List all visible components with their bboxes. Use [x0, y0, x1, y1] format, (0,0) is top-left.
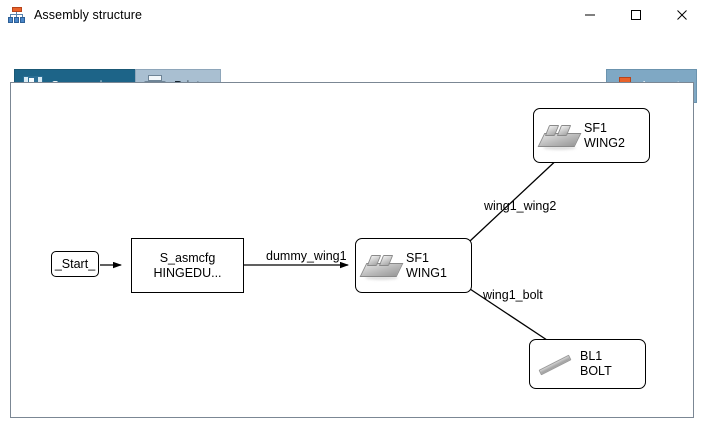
maximize-button[interactable] [613, 0, 659, 30]
title-bar: Assembly structure [0, 0, 705, 30]
edge-label-wing1-bolt: wing1_bolt [483, 288, 543, 302]
toolbar: Save as image... Print... [0, 30, 705, 103]
close-button[interactable] [659, 0, 705, 30]
graph-node-bolt[interactable]: BL1 BOLT [529, 339, 646, 389]
hierarchy-icon [8, 6, 26, 24]
graph-edges [100, 154, 563, 347]
edge-label-dummy-wing1: dummy_wing1 [266, 249, 347, 263]
graph-node-wing2-label: SF1 WING2 [584, 120, 625, 150]
graph-canvas[interactable]: _Start_ S_asmcfg HINGEDU... SF1 WING1 [10, 82, 694, 418]
edge-label-wing1-wing2: wing1_wing2 [484, 199, 557, 213]
graph-node-wing1[interactable]: SF1 WING1 [355, 238, 472, 293]
minimize-button[interactable] [567, 0, 613, 30]
graph-node-bolt-label: BL1 BOLT [580, 349, 612, 378]
maximize-icon [631, 10, 641, 20]
part-icon [359, 251, 404, 281]
graph-node-wing2[interactable]: SF1 WING2 [533, 108, 650, 163]
window-title: Assembly structure [34, 8, 143, 22]
window-controls [567, 0, 705, 30]
graph-node-start[interactable]: _Start_ [51, 251, 99, 277]
bolt-icon [536, 349, 576, 379]
edge-wing1-wing2 [469, 154, 563, 242]
graph-node-start-label: _Start_ [54, 256, 96, 271]
graph-node-asmcfg-label: S_asmcfg HINGEDU... [153, 250, 222, 280]
edge-wing1-bolt [469, 288, 557, 347]
part-icon [537, 121, 582, 151]
minimize-icon [585, 14, 595, 16]
close-icon [677, 10, 687, 20]
graph-node-wing1-label: SF1 WING1 [406, 250, 447, 280]
graph-node-asmcfg[interactable]: S_asmcfg HINGEDU... [131, 238, 244, 293]
